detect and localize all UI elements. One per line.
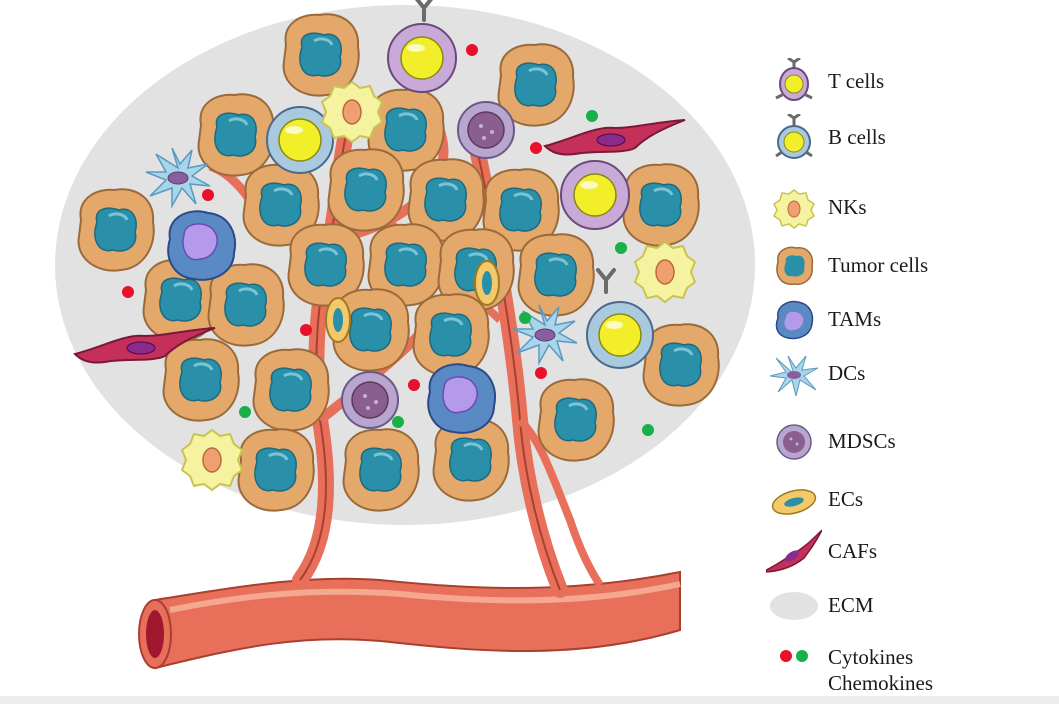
legend-item-nks: NKs: [760, 184, 1059, 232]
legend-label-tams: TAMs: [828, 307, 882, 331]
legend-item-t-cells: T cells: [760, 58, 1059, 106]
legend-label-cytokines: Cytokines: [828, 645, 914, 669]
legend-item-dcs: DCs: [760, 350, 1059, 398]
b-cell-icon: [775, 114, 813, 159]
legend-item-cytokines-chemokines: Cytokines Chemokines: [760, 634, 1059, 698]
legend-item-mdscs: MDSCs: [760, 418, 1059, 466]
cytokine-chemokine-dots-icon: [780, 650, 808, 662]
legend-label-tumor-cells: Tumor cells: [828, 253, 929, 277]
legend-label-dcs: DCs: [828, 361, 866, 385]
legend-label-mdscs: MDSCs: [828, 429, 896, 453]
tumor-microenvironment-illustration: [55, 0, 755, 670]
bottom-bar: [0, 696, 1059, 704]
mdsc-icon: [776, 424, 812, 460]
legend-label-nks: NKs: [828, 195, 867, 219]
cytokine-dots: [122, 44, 654, 436]
tam-icon: [775, 300, 814, 340]
legend-label-ecs: ECs: [828, 487, 864, 511]
dc-icon: [769, 355, 819, 397]
legend-item-ecm: ECM: [760, 582, 1059, 630]
ecm-icon: [770, 592, 818, 620]
legend-label-t-cells: T cells: [828, 69, 885, 93]
tumor-cell-icon: [776, 246, 814, 286]
legend-label-ecm: ECM: [828, 593, 874, 617]
legend-label-cafs: CAFs: [828, 539, 878, 563]
legend-item-tumor-cells: Tumor cells: [760, 242, 1059, 290]
legend-item-tams: TAMs: [760, 296, 1059, 344]
legend-label-b-cells: B cells: [828, 125, 886, 149]
caf-icon: [766, 529, 822, 573]
t-cell-icon: [775, 58, 813, 101]
legend-item-cafs: CAFs: [760, 528, 1059, 576]
legend-item-b-cells: B cells: [760, 114, 1059, 162]
legend: T cells B cells NKs Tumor cells TAMs DCs…: [760, 0, 1059, 704]
legend-label-chemokines: Chemokines: [828, 671, 933, 695]
ec-icon: [771, 489, 817, 515]
nk-cell-icon: [773, 189, 815, 229]
legend-item-ecs: ECs: [760, 476, 1059, 524]
